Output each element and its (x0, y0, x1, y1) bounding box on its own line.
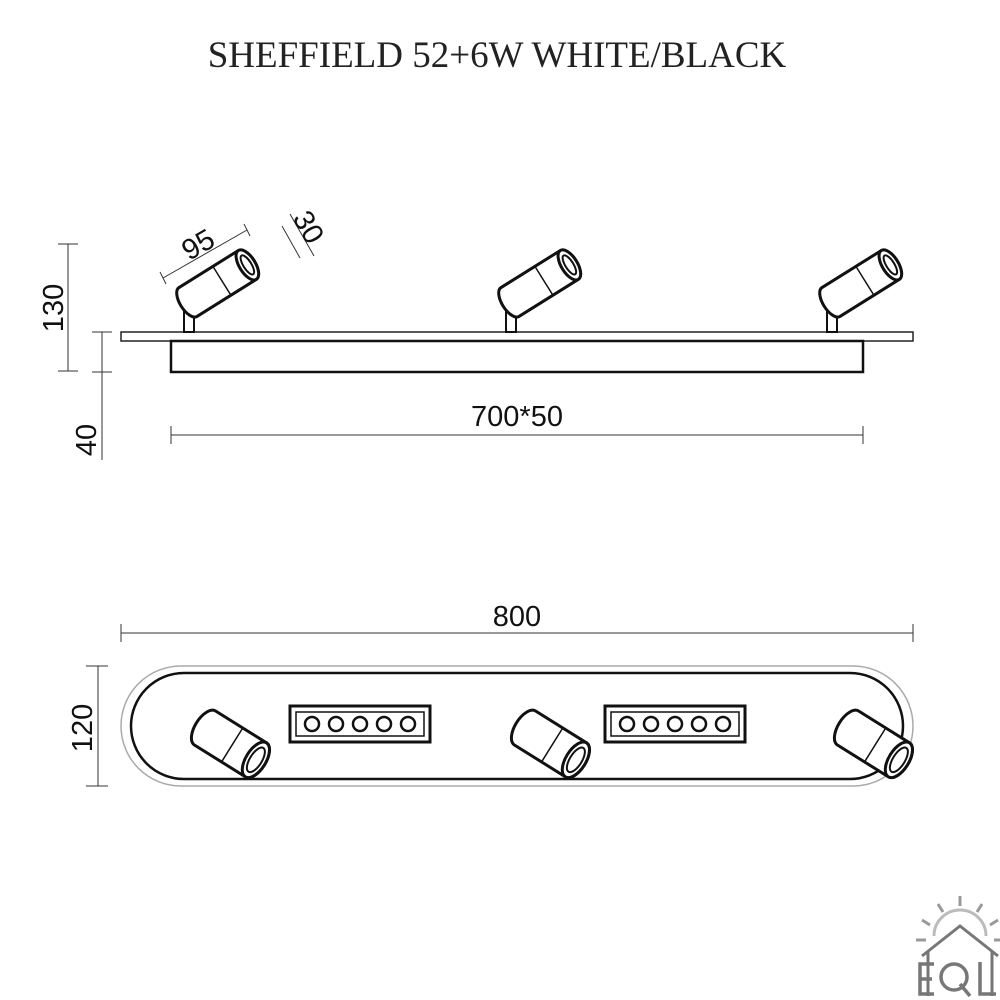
dim-body-size: 700*50 (170, 401, 864, 444)
dim-plate-width: 120 (67, 665, 108, 787)
svg-text:800: 800 (493, 601, 541, 633)
dim-body-height: 40 (71, 331, 112, 460)
svg-text:700*50: 700*50 (471, 401, 563, 433)
top-body (129, 671, 905, 781)
side-body (169, 339, 865, 374)
svg-text:120: 120 (67, 704, 99, 752)
side-spot-center (492, 244, 587, 334)
svg-text:130: 130 (38, 284, 70, 332)
led-module-left (288, 704, 432, 744)
dim-spot-diameter: 30 (281, 206, 330, 259)
svg-text:95: 95 (177, 223, 221, 267)
side-spot-right (813, 244, 908, 334)
svg-text:40: 40 (71, 424, 103, 456)
brand-logo (916, 896, 1000, 998)
svg-text:30: 30 (286, 206, 330, 250)
product-title: SHEFFIELD 52+6W WHITE/BLACK (208, 35, 787, 76)
side-spot-left (170, 244, 265, 334)
dim-plate-length: 800 (120, 601, 914, 642)
led-module-right (603, 704, 747, 744)
dim-total-height: 130 (38, 243, 78, 372)
top-view: 800 120 (67, 601, 920, 787)
side-base-plate (120, 331, 914, 342)
side-view: 95 30 130 40 700*50 (38, 206, 914, 460)
